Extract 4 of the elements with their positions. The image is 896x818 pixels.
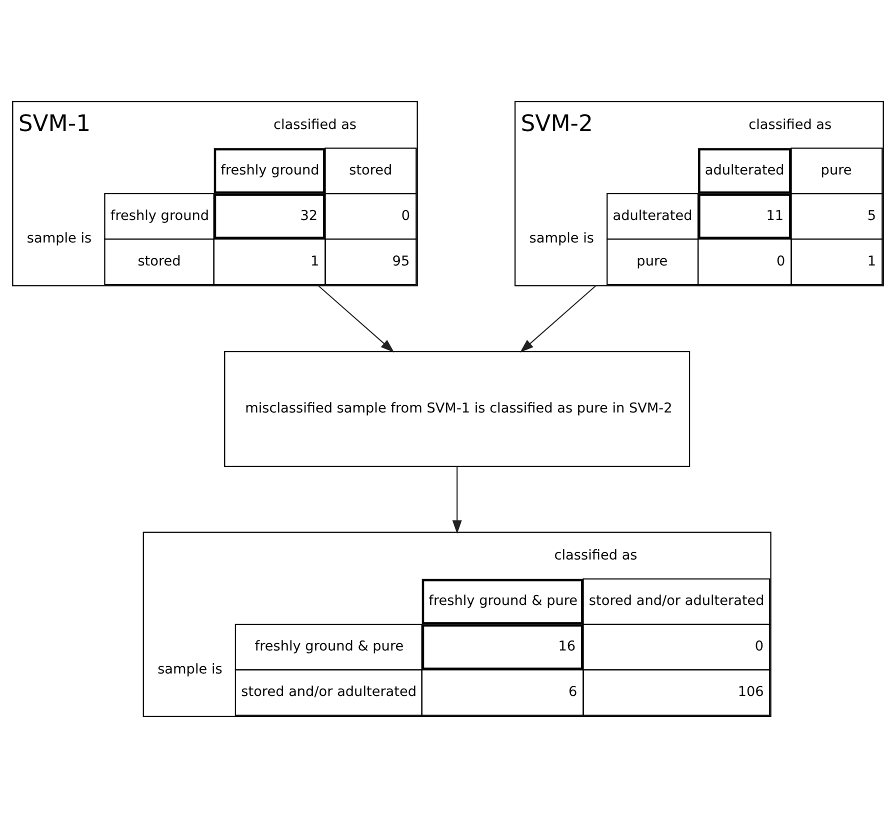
arrow [520, 285, 596, 353]
node-box: misclassified sample from SVM-1 is classified as pure in SVM-2 [224, 351, 690, 467]
arrow [452, 466, 462, 534]
arrow [318, 285, 394, 353]
